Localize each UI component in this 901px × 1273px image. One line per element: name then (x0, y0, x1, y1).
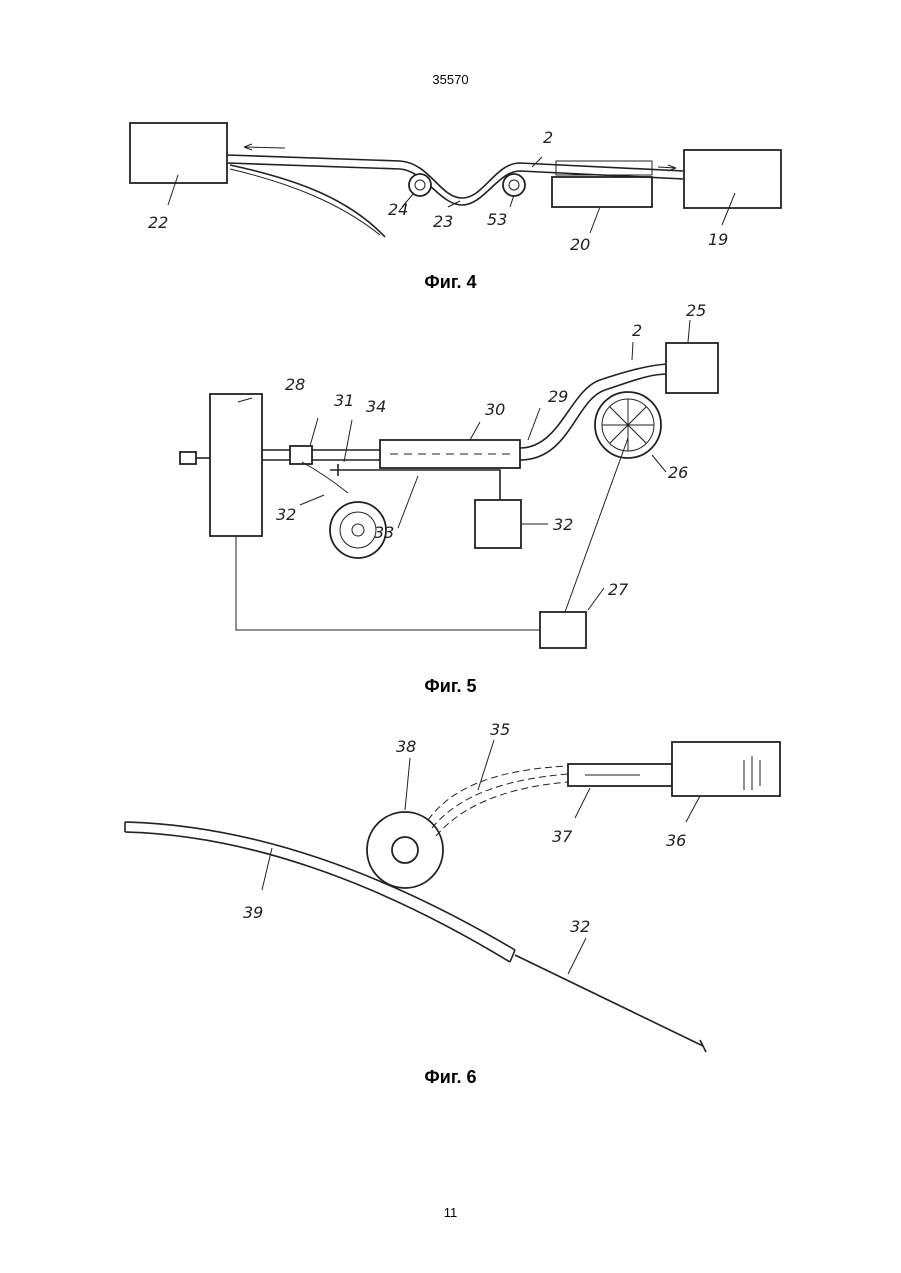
label-31: 31 (334, 391, 354, 410)
label-30: 30 (485, 400, 505, 419)
shaft-stub (180, 452, 196, 464)
label-33: 33 (374, 523, 394, 542)
figure-5-drawing: 28 31 34 30 29 2 25 26 32 33 32 27 (0, 290, 901, 660)
label-23: 23 (433, 212, 453, 231)
unit-32-right (475, 500, 521, 548)
document-number: 35570 (0, 72, 901, 87)
label-34: 34 (366, 397, 386, 416)
label-19: 19 (708, 230, 728, 249)
peeled-film (230, 165, 385, 237)
label-35: 35 (490, 720, 510, 739)
unit-31 (290, 446, 312, 464)
unit-20 (552, 177, 652, 207)
roller-24 (409, 174, 431, 196)
label-28: 28 (285, 375, 305, 394)
label-24: 24 (388, 200, 408, 219)
label-53: 53 (487, 210, 507, 229)
label-25: 25 (686, 301, 706, 320)
label-37: 37 (552, 827, 573, 846)
label-27: 27 (608, 580, 629, 599)
unit-25 (666, 343, 718, 393)
label-22: 22 (148, 213, 168, 232)
figure-4-drawing: 22 24 23 53 20 19 2 (0, 105, 901, 270)
label-29: 29 (548, 387, 568, 406)
unit-28 (210, 394, 262, 536)
line-32 (515, 955, 703, 1046)
unit-22 (130, 123, 227, 183)
label-26: 26 (668, 463, 688, 482)
figure-6-drawing: 38 35 37 36 39 32 (0, 700, 901, 1060)
label-32-left: 32 (276, 505, 296, 524)
label-2: 2 (632, 321, 642, 340)
label-32: 32 (570, 917, 590, 936)
label-36: 36 (666, 831, 686, 850)
unit-27 (540, 612, 586, 648)
peeled-film-inner (230, 169, 380, 235)
figure-5-caption: Фиг. 5 (0, 676, 901, 697)
figure-6-caption: Фиг. 6 (0, 1067, 901, 1088)
label-32-right: 32 (553, 515, 573, 534)
label-20: 20 (570, 235, 590, 254)
label-39: 39 (243, 903, 263, 922)
page-number: 11 (0, 1205, 901, 1220)
strip-39-lower (125, 832, 510, 962)
arrow-left (244, 144, 285, 150)
label-38: 38 (396, 737, 416, 756)
unit-36 (672, 742, 780, 796)
label-2: 2 (543, 128, 553, 147)
roller-53 (503, 174, 525, 196)
